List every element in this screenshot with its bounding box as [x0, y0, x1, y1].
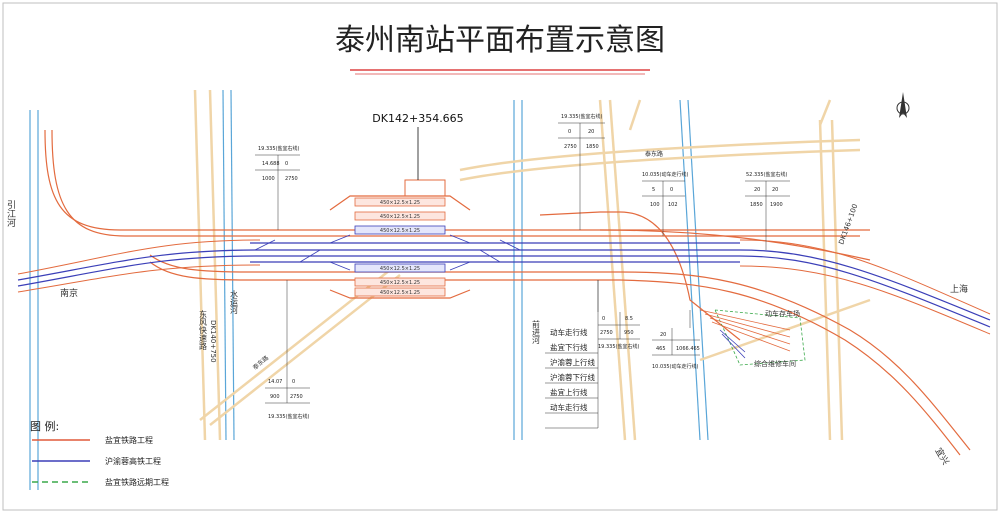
river-yinjiang: 引江河: [5, 200, 16, 227]
depot-label: 动车存车场: [765, 309, 800, 318]
maint-depot-label: 综合维修车间: [754, 359, 796, 368]
dim-cell: 2750: [564, 144, 577, 150]
dim-cell: 1900: [770, 202, 783, 208]
yanyi-side-tracks: [17, 239, 991, 335]
dim-cell: 1066.465: [676, 346, 700, 352]
legend-label: 盐宜铁路远期工程: [105, 477, 169, 487]
road-dongfeng: 东风快速路: [199, 309, 208, 350]
platform-label: 450×12.5×1.25: [380, 266, 420, 272]
platform-label: 450×12.5×1.25: [380, 290, 420, 296]
dim-cell: 19.335(盐宜右线): [561, 113, 602, 120]
line-label: 盐宜下行线: [550, 342, 588, 352]
dim-cell: 0: [670, 187, 673, 193]
legend-label: 盐宜铁路工程: [105, 435, 153, 445]
dim-cell: 19.335(盐宜右线): [598, 343, 639, 350]
dim-cell: 0: [568, 129, 571, 135]
legend: 图 例: 盐宜铁路工程 沪渝蓉高铁工程 盐宜铁路远期工程: [30, 419, 169, 487]
dim-cell: 20: [754, 187, 760, 193]
dim-cell: 950: [624, 330, 634, 336]
dim-table-1: 19.335(盐宜右线) 14.688 0 1000 2750: [255, 145, 300, 230]
dim-cell: 0: [292, 379, 295, 385]
legend-heading: 图 例:: [30, 419, 59, 433]
depot-area: [699, 309, 806, 366]
dim-cell: 2750: [285, 176, 298, 182]
road-label-top: 泰东路: [645, 150, 663, 158]
dim-cell: 14.688: [262, 161, 280, 167]
place-yixing: 宜兴: [932, 446, 951, 468]
road-label-left: 泰东路: [251, 354, 270, 372]
dim-cell: 900: [270, 394, 280, 400]
huyurong-tracks: [17, 242, 991, 328]
platform-label: 450×12.5×1.25: [380, 200, 420, 206]
platform-label: 450×12.5×1.25: [380, 214, 420, 220]
platform-labels: 450×12.5×1.25 450×12.5×1.25 450×12.5×1.2…: [380, 200, 420, 296]
place-shanghai: 上海: [950, 283, 968, 295]
dim-cell: 0: [285, 161, 288, 167]
platform-label: 450×12.5×1.25: [380, 228, 420, 234]
dim-cell: 19.335(盐宜右线): [268, 413, 309, 420]
yanyi-tracks: [44, 129, 971, 456]
crossovers: [254, 234, 521, 271]
line-label-table: 动车走行线 盐宜下行线 沪渝蓉上行线 沪渝蓉下行线 盐宜上行线 动车走行线: [545, 280, 599, 429]
line-label: 动车走行线: [550, 327, 588, 337]
dim-cell: 1850: [750, 202, 763, 208]
dim-cell: 100: [650, 202, 660, 208]
dim-cell: 20: [772, 187, 778, 193]
line-label: 沪渝蓉下行线: [550, 372, 595, 382]
north-arrow-icon: [896, 92, 910, 118]
dim-cell: 14.07: [268, 379, 282, 385]
river-qianjin: 前进河: [532, 319, 541, 344]
page-title: 泰州南站平面布置示意图: [335, 23, 665, 58]
roads: [193, 89, 871, 441]
dim-cell: 2750: [290, 394, 303, 400]
dim-cell: 0: [602, 316, 605, 322]
dim-cell: 2750: [600, 330, 613, 336]
dim-cell: 10.035(动车走行线): [652, 363, 698, 370]
dim-table-6: 0 8.5 2750 950 19.335(盐宜右线): [597, 280, 640, 350]
dim-table-5: 14.07 0 900 2750 19.335(盐宜右线): [265, 280, 310, 420]
dim-cell: 102: [668, 202, 678, 208]
dim-cell: 8.5: [625, 316, 633, 322]
platform-label: 450×12.5×1.25: [380, 280, 420, 286]
chainage-right: DK146+100: [837, 203, 859, 246]
dim-table-3: 10.035(动车走行线) 5 0 100 102: [642, 171, 688, 236]
legend-label: 沪渝蓉高铁工程: [105, 456, 161, 466]
line-label: 沪渝蓉上行线: [550, 357, 595, 367]
dim-table-2: 19.335(盐宜右线) 0 20 2750 1850: [558, 113, 605, 230]
dim-cell: 10.035(动车走行线): [642, 171, 688, 178]
dim-cell: 1850: [586, 144, 599, 150]
dim-cell: 20: [660, 332, 666, 338]
river-shuiyun: 水运河: [230, 289, 239, 314]
station-chainage: DK142+354.665: [372, 112, 463, 125]
chainage-left: DK140+750: [209, 320, 217, 363]
dim-table-7: 20 465 1066.465 10.035(动车走行线): [652, 310, 700, 370]
line-label: 动车走行线: [550, 402, 588, 412]
dim-cell: 52.335(盐宜右线): [746, 171, 787, 178]
line-label: 盐宜上行线: [550, 387, 588, 397]
dim-cell: 5: [652, 187, 655, 193]
dim-cell: 19.335(盐宜右线): [258, 145, 299, 152]
dim-cell: 465: [656, 346, 666, 352]
dim-table-4: 52.335(盐宜右线) 20 20 1850 1900: [745, 171, 790, 250]
dim-cell: 20: [588, 129, 594, 135]
station-platforms: [354, 179, 446, 297]
place-nanjing: 南京: [60, 287, 78, 299]
dim-cell: 1000: [262, 176, 275, 182]
